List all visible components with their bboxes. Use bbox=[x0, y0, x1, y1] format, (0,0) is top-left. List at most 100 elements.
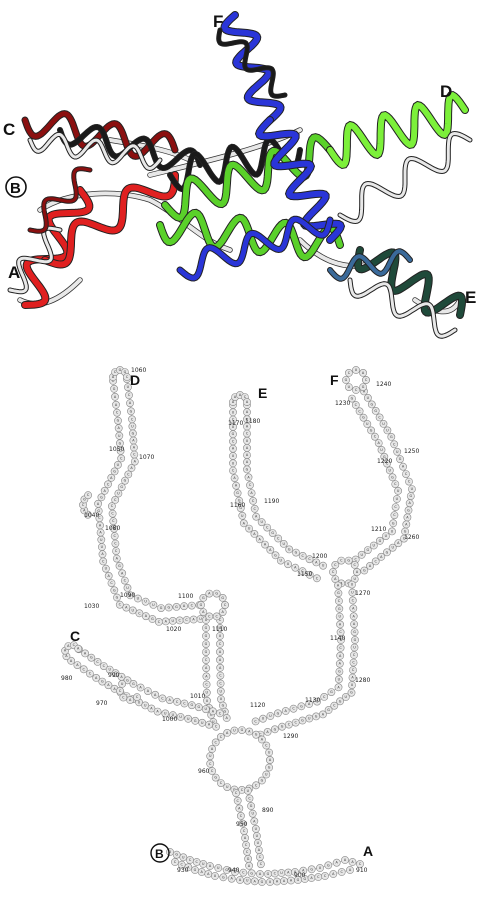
nucleotide bbox=[335, 612, 344, 621]
nucleotide-letter: A bbox=[64, 649, 67, 653]
nucleotide-letter: G bbox=[202, 596, 205, 600]
nucleotide-letter: U bbox=[220, 689, 223, 693]
nucleotide-letter: U bbox=[169, 850, 172, 854]
nucleotide-letter: A bbox=[183, 604, 186, 608]
pos-num: 1000 bbox=[162, 716, 177, 723]
nucleotide-letter: C bbox=[394, 482, 397, 486]
nucleotide bbox=[298, 567, 307, 576]
nucleotide-letter: A bbox=[84, 651, 87, 655]
nucleotide-letter: C bbox=[158, 620, 161, 624]
nucleotide-letter: A bbox=[266, 730, 269, 734]
nucleotide bbox=[211, 738, 220, 747]
nucleotide-letter: A bbox=[205, 674, 208, 678]
nucleotide-letter: U bbox=[232, 461, 235, 465]
nucleotide-letter: G bbox=[247, 857, 250, 861]
nucleotide-letter: C bbox=[323, 695, 326, 699]
pos-num: 1120 bbox=[250, 702, 265, 709]
nucleotide-letter: U bbox=[138, 700, 141, 704]
nucleotide bbox=[111, 539, 120, 548]
nucleotide-letter: A bbox=[246, 400, 249, 404]
nucleotide bbox=[119, 693, 128, 702]
nucleotide-letter: C bbox=[183, 702, 186, 706]
nucleotide-letter: C bbox=[219, 682, 222, 686]
nucleotide bbox=[363, 393, 372, 402]
nucleotide-letter: A bbox=[112, 375, 115, 379]
pos-num: 980 bbox=[61, 675, 73, 682]
nucleotide bbox=[158, 694, 167, 703]
pos-num: 1070 bbox=[139, 454, 154, 461]
ribbon-helices bbox=[7, 11, 473, 339]
nucleotide bbox=[74, 644, 83, 653]
nucleotide bbox=[251, 717, 260, 726]
nucleotide-letter: C bbox=[244, 395, 247, 399]
label-b-3d: B bbox=[10, 180, 21, 197]
nucleotide-letter: G bbox=[222, 875, 225, 879]
nucleotide-letter: C bbox=[374, 435, 377, 439]
nucleotide-letter: U bbox=[391, 529, 394, 533]
nucleotide-letter: A bbox=[113, 687, 116, 691]
nucleotide-letter: G bbox=[197, 705, 200, 709]
pos-num: 1010 bbox=[190, 693, 205, 700]
nucleotide-letter: C bbox=[403, 537, 406, 541]
nucleotide bbox=[344, 383, 353, 391]
nucleotide bbox=[86, 669, 94, 678]
nucleotide bbox=[113, 408, 121, 417]
nucleotide bbox=[392, 495, 401, 503]
nucleotide bbox=[271, 551, 280, 560]
nucleotide-letter: G bbox=[345, 378, 348, 382]
nucleotide bbox=[388, 473, 397, 482]
nucleotide-letter: G bbox=[238, 499, 241, 503]
nucleotide bbox=[321, 872, 329, 880]
nucleotide-letter: U bbox=[260, 520, 263, 524]
nucleotide-letter: C bbox=[98, 516, 101, 520]
nucleotide-letter: A bbox=[294, 566, 297, 570]
nucleotide-letter: C bbox=[386, 462, 389, 466]
nucleotide bbox=[92, 674, 101, 682]
nucleotide-letter: U bbox=[121, 682, 124, 686]
nucleotide-letter: C bbox=[339, 630, 342, 634]
nucleotide-letter: C bbox=[375, 559, 378, 563]
nucleotide bbox=[236, 812, 245, 820]
nucleotide-letter: G bbox=[241, 728, 244, 732]
nucleotide-letter: A bbox=[209, 864, 212, 868]
nucleotide bbox=[208, 745, 216, 753]
nucleotide-letter: A bbox=[243, 521, 246, 525]
nucleotide bbox=[383, 459, 391, 468]
nucleotide-letter: C bbox=[334, 563, 337, 567]
nucleotide bbox=[120, 576, 129, 585]
nucleotide-letter: G bbox=[126, 678, 129, 682]
nucleotide-letter: G bbox=[274, 727, 277, 731]
nucleotide bbox=[336, 628, 345, 637]
nucleotide-letter: C bbox=[224, 603, 227, 607]
nucleotide-letter: G bbox=[151, 617, 154, 621]
nucleotide-letter: G bbox=[409, 494, 412, 498]
nucleotide bbox=[256, 860, 265, 869]
nucleotide bbox=[99, 662, 108, 670]
nucleotide-letter: C bbox=[216, 614, 219, 618]
nucleotide-letter: C bbox=[205, 683, 208, 687]
nucleotide-letter: C bbox=[119, 449, 122, 453]
nucleotide-letter: U bbox=[187, 717, 190, 721]
nucleotide bbox=[327, 688, 336, 696]
nucleotide-letter: U bbox=[351, 683, 354, 687]
nucleotide-letter: C bbox=[219, 618, 222, 622]
nucleotide-letter: G bbox=[297, 878, 300, 882]
nucleotide-letter: G bbox=[370, 402, 373, 406]
nucleotide-letter: C bbox=[246, 432, 249, 436]
pos-num: 1090 bbox=[120, 592, 135, 599]
nucleotide-letter: C bbox=[246, 417, 249, 421]
nucleotide-letter: U bbox=[282, 542, 285, 546]
pos-num: 1100 bbox=[178, 593, 193, 600]
nucleotide bbox=[348, 588, 357, 597]
nucleotide-letter: A bbox=[219, 650, 222, 654]
nucleotide-letter: U bbox=[209, 754, 212, 758]
nucleotide bbox=[216, 779, 225, 787]
nucleotide-letter: A bbox=[353, 622, 356, 626]
pos-num: 890 bbox=[262, 807, 274, 814]
nucleotide bbox=[171, 858, 179, 866]
nucleotide bbox=[112, 554, 121, 563]
label-f-3d: F bbox=[213, 12, 223, 31]
nucleotide-letter: A bbox=[145, 614, 148, 618]
pos-num: 1250 bbox=[404, 448, 419, 455]
nucleotide-letter: C bbox=[242, 871, 245, 875]
